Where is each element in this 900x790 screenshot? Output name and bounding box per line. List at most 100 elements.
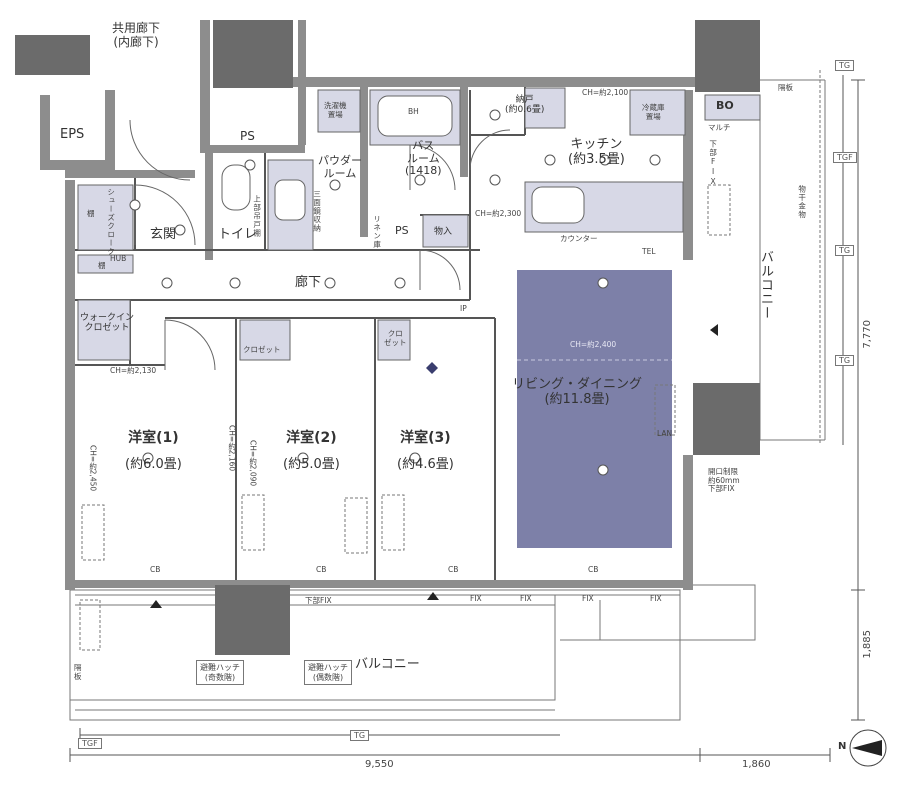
powder-line1: パウダー — [318, 154, 362, 167]
ch-yoshitsu1b: CH=約2,160 — [227, 425, 237, 472]
powder-line2: ルーム — [323, 166, 357, 180]
ps-label-top: PS — [240, 129, 255, 143]
bath-size: (1418) — [405, 164, 442, 178]
hatch-odd-line1: 避難ハッチ — [200, 663, 240, 672]
cb-2: CB — [316, 565, 327, 574]
fix-3: FIX — [582, 594, 594, 603]
toilet-shelf-label: 上部吊戸棚 — [252, 195, 262, 238]
washer-line1: 洗濯機 — [324, 101, 347, 110]
tana-label: 棚 — [87, 209, 95, 218]
toilet-fixture — [221, 164, 251, 211]
window-marker — [427, 592, 439, 600]
kitchen-size: (約3.5畳) — [568, 151, 625, 167]
dimension-right-lower: 1,885 — [862, 630, 873, 659]
fridge-line2: 置場 — [645, 111, 661, 121]
ps-label-mid: PS — [395, 224, 409, 237]
tg-badge-bottom: TG — [350, 730, 370, 741]
ch-walkin: CH=約2,130 — [110, 366, 157, 375]
walkin-closet-label: ウォークイン クロゼット — [80, 313, 134, 334]
tg-badge-mid: TG — [835, 245, 855, 256]
fix-4: FIX — [650, 594, 662, 603]
opening-note-line2: 約60mm — [708, 475, 740, 485]
eps-label: EPS — [60, 127, 85, 142]
nando-label: 納戸 (約0.6畳) — [505, 95, 544, 116]
monohoshi-label: 物干金物 — [797, 185, 807, 219]
closet3-line1: クロ — [387, 329, 403, 338]
bath-line1: バス — [412, 139, 435, 152]
bath-line2: ルーム — [406, 151, 440, 165]
evacuation-hatch-even: 避難ハッチ (偶数階) — [304, 660, 352, 686]
fridge-line1: 冷蔵庫 — [642, 103, 665, 112]
ch-living: CH=約2,400 — [570, 340, 617, 349]
dimension-lines — [69, 75, 865, 762]
rouka-label: 廊下 — [295, 275, 322, 290]
corridor-label-line1: 共用廊下 — [112, 21, 161, 35]
corridor-label-line2: (内廊下) — [113, 34, 159, 49]
balcony-south-label: バルコニー — [355, 657, 420, 672]
door-swings — [129, 119, 511, 371]
evacuation-hatch-odd: 避難ハッチ (奇数階) — [196, 660, 244, 686]
counter-label: カウンター — [560, 234, 598, 243]
bathtub — [377, 95, 453, 137]
powder-room-label: パウダー ルーム — [318, 154, 362, 180]
fix-1: FIX — [470, 594, 482, 603]
washer-line2: 置場 — [327, 109, 343, 119]
sink — [531, 186, 585, 224]
closet2-label: クロゼット — [243, 345, 281, 354]
toilet-label: トイレ — [218, 227, 258, 242]
yoshitsu3-label: 洋室(3) (約4.6畳) — [397, 430, 454, 473]
structural-columns — [15, 20, 760, 655]
cb-4: CB — [588, 565, 599, 574]
light-fixture-marker — [426, 362, 438, 374]
powder-storage-label: 三面鏡収納 — [312, 190, 322, 233]
corridor-label: 共用廊下 (内廊下) — [112, 21, 161, 50]
compass — [849, 729, 887, 767]
dashed-fixtures — [79, 184, 731, 651]
yoshitsu3-name: 洋室(3) — [400, 430, 451, 446]
dimension-bottom-right: 1,860 — [742, 759, 771, 770]
yoshitsu2-label: 洋室(2) (約5.0畳) — [283, 430, 340, 473]
washer-label: 洗濯機 置場 — [324, 101, 347, 119]
hub-label: HUB — [110, 254, 127, 263]
opening-note-line1: 開口制限 — [708, 467, 738, 476]
nando-line1: 納戸 — [515, 95, 534, 105]
ch-yoshitsu1: CH=約2,450 — [88, 445, 98, 492]
dimension-bottom-main: 9,550 — [365, 759, 394, 770]
outer-walls — [40, 20, 695, 590]
kabu-fix-vertical: 下部FIX — [708, 140, 718, 187]
closet3-label: クロ ゼット — [384, 329, 407, 347]
partition-label-top: 隔板 — [778, 83, 793, 92]
tana-label-2: 棚 — [98, 261, 106, 270]
living-dining-label: リビング・ダイニング (約11.8畳) — [512, 377, 643, 408]
bh-label: BH — [408, 107, 419, 116]
fix-2: FIX — [520, 594, 532, 603]
living-size: (約11.8畳) — [544, 391, 610, 407]
dimension-right-upper: 7,770 — [862, 320, 873, 349]
tgf-badge: TGF — [833, 152, 857, 163]
walkin-line2: クロゼット — [84, 323, 130, 334]
tg-badge-top: TG — [835, 60, 855, 71]
linen-label: リネン庫 — [372, 215, 382, 249]
balcony-outlines — [69, 70, 826, 721]
ch-nando: CH=約2,100 — [582, 88, 629, 97]
living-name: リビング・ダイニング — [512, 377, 643, 392]
nando-line2: (約0.6畳) — [505, 105, 545, 116]
tg-badge-low: TG — [835, 355, 855, 366]
bo-label: BO — [716, 99, 734, 112]
yoshitsu2-size: (約5.0畳) — [283, 457, 340, 473]
living-floor-highlight — [517, 270, 672, 548]
opening-note: 開口制限 約60mm 下部FIX — [708, 467, 740, 494]
bath-room-label: バス ルーム (1418) — [405, 139, 442, 178]
yoshitsu1-size: (約6.0畳) — [125, 457, 182, 473]
partition2-line2: 板 — [74, 671, 82, 681]
fridge-label: 冷蔵庫 置場 — [642, 103, 665, 121]
window-marker — [710, 324, 718, 336]
cb-3: CB — [448, 565, 459, 574]
yoshitsu1-label: 洋室(1) (約6.0畳) — [125, 430, 182, 473]
monoire-label: 物入 — [434, 227, 453, 237]
ch-kitchen: CH=約2,300 — [475, 209, 522, 218]
tgf-badge-bottom: TGF — [78, 738, 102, 749]
hatch-even-line2: (偶数階) — [312, 672, 344, 682]
yoshitsu3-size: (約4.6畳) — [397, 457, 454, 473]
